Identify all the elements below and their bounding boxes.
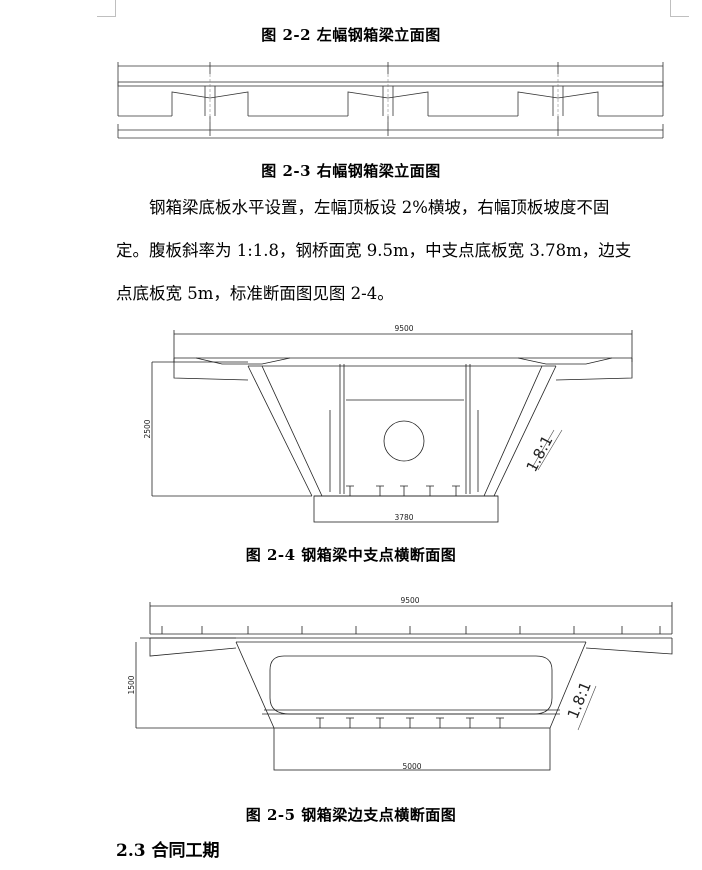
- slope-label: 1.8:1: [523, 432, 557, 474]
- cross-section-end-support: 9500 1500 5000 1.8:1: [127, 596, 673, 771]
- dim-bottom: 5000: [402, 762, 421, 771]
- section-heading: 2.3 合同工期: [116, 841, 220, 861]
- figure-caption-2-4: 图 2-4 钢箱梁中支点横断面图: [245, 546, 457, 564]
- dim-bottom: 3780: [394, 513, 413, 522]
- paragraph-line-2: 定。腹板斜率为 1:1.8，钢桥面宽 9.5m，中支点底板宽 3.78m，边支: [116, 241, 632, 260]
- figure-caption-2-5: 图 2-5 钢箱梁边支点横断面图: [245, 806, 457, 824]
- dim-height: 1500: [127, 675, 136, 694]
- dim-height: 2500: [143, 419, 152, 438]
- figure-caption-2-2: 图 2-2 左幅钢箱梁立面图: [261, 26, 441, 44]
- cross-section-mid-support: 9500 2500 3780 1.8:1: [143, 324, 633, 523]
- dim-width-top: 9500: [394, 324, 413, 333]
- elevation-drawing: [117, 62, 664, 139]
- paragraph-line-3: 点底板宽 5m，标准断面图见图 2-4。: [116, 284, 394, 303]
- corner-mark-right: [670, 0, 689, 17]
- paragraph-line-1: 钢箱梁底板水平设置，左幅顶板设 2%横坡，右幅顶板坡度不固: [149, 198, 610, 217]
- body-paragraph: 钢箱梁底板水平设置，左幅顶板设 2%横坡，右幅顶板坡度不固 定。腹板斜率为 1:…: [116, 186, 664, 315]
- corner-mark-left: [97, 0, 116, 17]
- dim-width-top: 9500: [400, 596, 419, 605]
- figure-caption-2-3: 图 2-3 右幅钢箱梁立面图: [261, 162, 441, 180]
